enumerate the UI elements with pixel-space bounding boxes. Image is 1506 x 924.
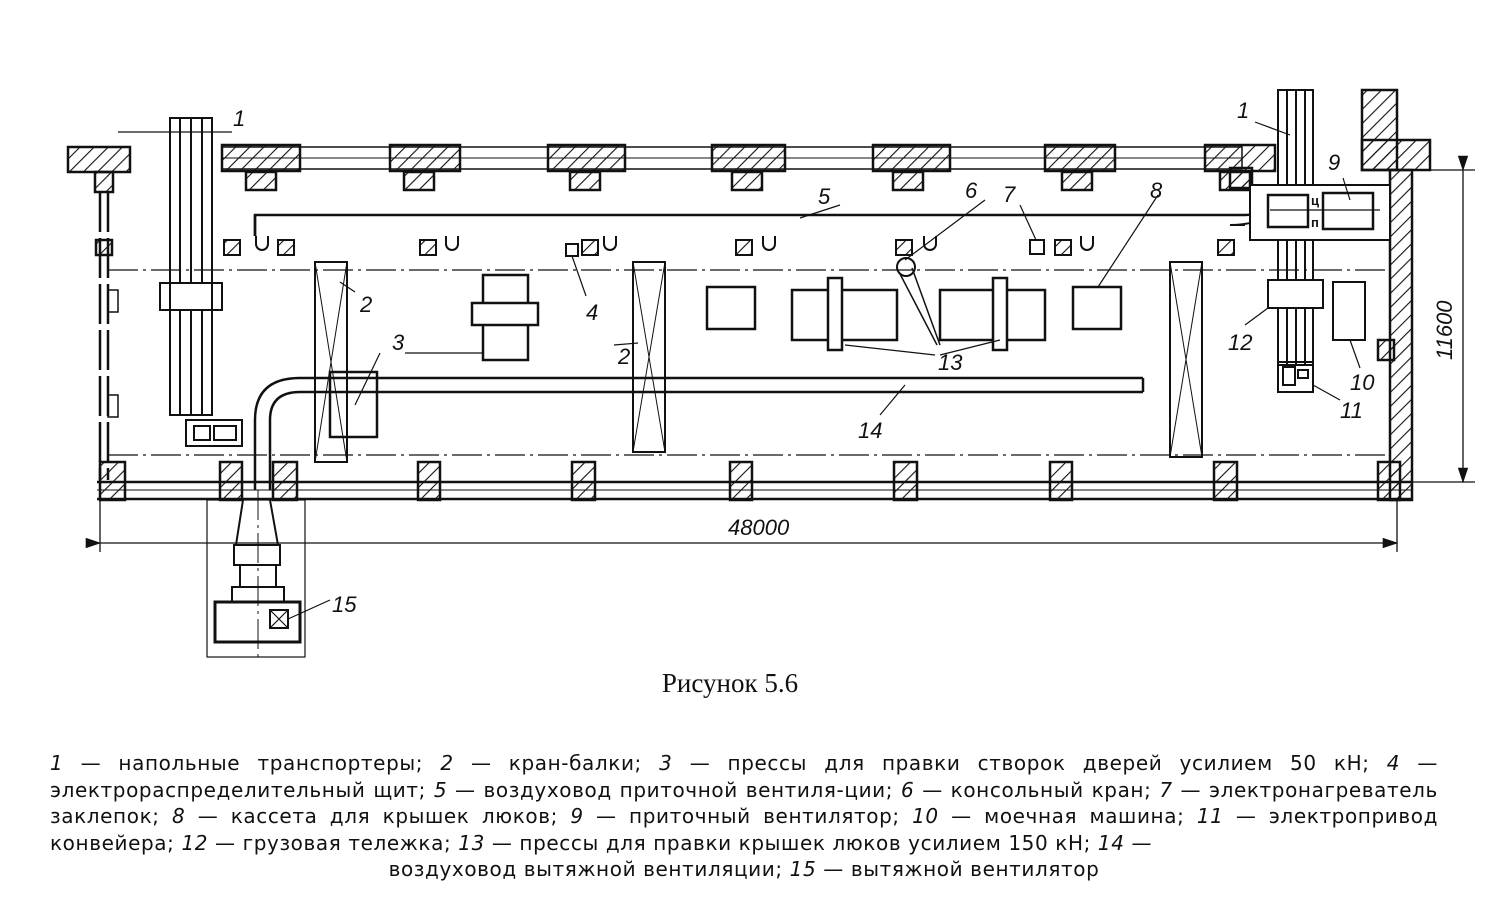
legend-item-text: — приточный вентилятор; (596, 804, 913, 828)
legend-item-text: — (1131, 830, 1153, 855)
leader-lines (118, 121, 1361, 620)
cassette-8 (1071, 285, 1123, 331)
label-5: 5 (818, 184, 831, 209)
press-13 (790, 288, 899, 342)
label-12: 12 (1228, 330, 1252, 355)
legend-item-text: — кран-балки; (470, 751, 660, 775)
legend-item-number: 8 (171, 804, 198, 828)
legend-item-text: — моечная машина; (951, 804, 1197, 828)
left-wall (94, 192, 1396, 480)
legend-item-text: — электронагреватель заклепок; (50, 777, 1438, 829)
top-wall (66, 88, 1432, 502)
legend-item-number: 11 (1196, 804, 1236, 828)
legend-item-number: 3 (659, 751, 690, 775)
legend-item-text: — напольные транспортеры; (80, 751, 441, 775)
legend-item-text: — прессы для правки створок дверей усили… (689, 751, 1387, 775)
washing-machine-10 (1332, 281, 1366, 341)
dimension-length: 48000 (728, 515, 790, 540)
label-1-right: 1 (1237, 98, 1249, 123)
dimension-width: 11600 (1432, 300, 1457, 360)
figure-legend: 1 — напольные транспортеры; 2 — кран-бал… (50, 750, 1438, 883)
legend-item-number: 10 (912, 804, 952, 828)
floor-conveyor-left (159, 117, 243, 447)
press-3b (328, 370, 379, 439)
label-6: 6 (965, 178, 978, 203)
dimension-lines (85, 155, 1475, 552)
legend-item-number: 9 (570, 804, 597, 828)
legend-item-number: 14 (1097, 830, 1132, 855)
fan-mark-bottom: п (1311, 215, 1319, 230)
legend-item-text: — прессы для правки крышек люков усилием… (491, 830, 1098, 855)
crane-beams (314, 261, 1203, 463)
legend-item-number: 12 (181, 830, 216, 855)
legend-body: 1 — напольные транспортеры; 2 — кран-бал… (50, 751, 1438, 855)
legend-item-number: 7 (1159, 777, 1181, 802)
legend-item-number: 4 (1386, 751, 1418, 775)
bottom-wall (97, 460, 1412, 502)
label-7: 7 (1003, 182, 1016, 207)
label-4: 4 (586, 300, 598, 325)
label-2-a: 2 (359, 292, 372, 317)
legend-item-text: — грузовая тележка; (215, 830, 459, 855)
label-2-b: 2 (617, 344, 630, 369)
label-3: 3 (392, 330, 405, 355)
label-14: 14 (858, 418, 882, 443)
label-9: 9 (1328, 150, 1340, 175)
legend-item-text: — электропривод конвейера; (50, 804, 1439, 855)
supply-fan-9 (1266, 193, 1310, 229)
fan-mark-top: ц (1311, 193, 1319, 208)
legend-item-number: 1 (50, 751, 81, 775)
equipment (328, 257, 1123, 439)
jib-crane-6 (896, 257, 916, 277)
supply-duct-5 (253, 184, 1391, 241)
figure-caption: Рисунок 5.6 (661, 668, 799, 698)
label-13: 13 (938, 350, 963, 375)
exhaust-duct-14 (253, 376, 1145, 490)
conveyor-drive-11 (1277, 361, 1314, 393)
exhaust-fan-15 (206, 490, 306, 660)
legend-item-text: воздуховод вытяжной вентиляции; (388, 857, 790, 881)
legend-last-line: воздуховод вытяжной вентиляции; 15 — выт… (50, 856, 1438, 883)
label-1-left: 1 (233, 106, 245, 131)
legend-item-number: 2 (440, 751, 471, 775)
label-15: 15 (332, 592, 357, 617)
legend-item-number: 5 (433, 777, 456, 802)
legend-item-number: 15 (789, 857, 824, 881)
legend-item-text: — кассета для крышек люков; (197, 804, 571, 828)
columns-row (223, 236, 1235, 257)
legend-item-text: — электрораспределительный щит; (50, 751, 1438, 802)
label-8: 8 (1150, 178, 1163, 203)
legend-item-text: — консольный кран; (922, 777, 1160, 802)
electrical-panel-4 (565, 243, 579, 257)
label-10: 10 (1350, 370, 1375, 395)
legend-item-number: 13 (458, 830, 492, 855)
legend-item-text: — воздуховод приточной вентиля-ции; (455, 777, 901, 802)
axis-lines (108, 269, 1390, 456)
legend-item-text: — вытяжной вентилятор (823, 857, 1100, 881)
legend-item-number: 6 (900, 777, 923, 802)
cargo-trolley-12 (1267, 279, 1324, 309)
label-11: 11 (1340, 398, 1363, 423)
